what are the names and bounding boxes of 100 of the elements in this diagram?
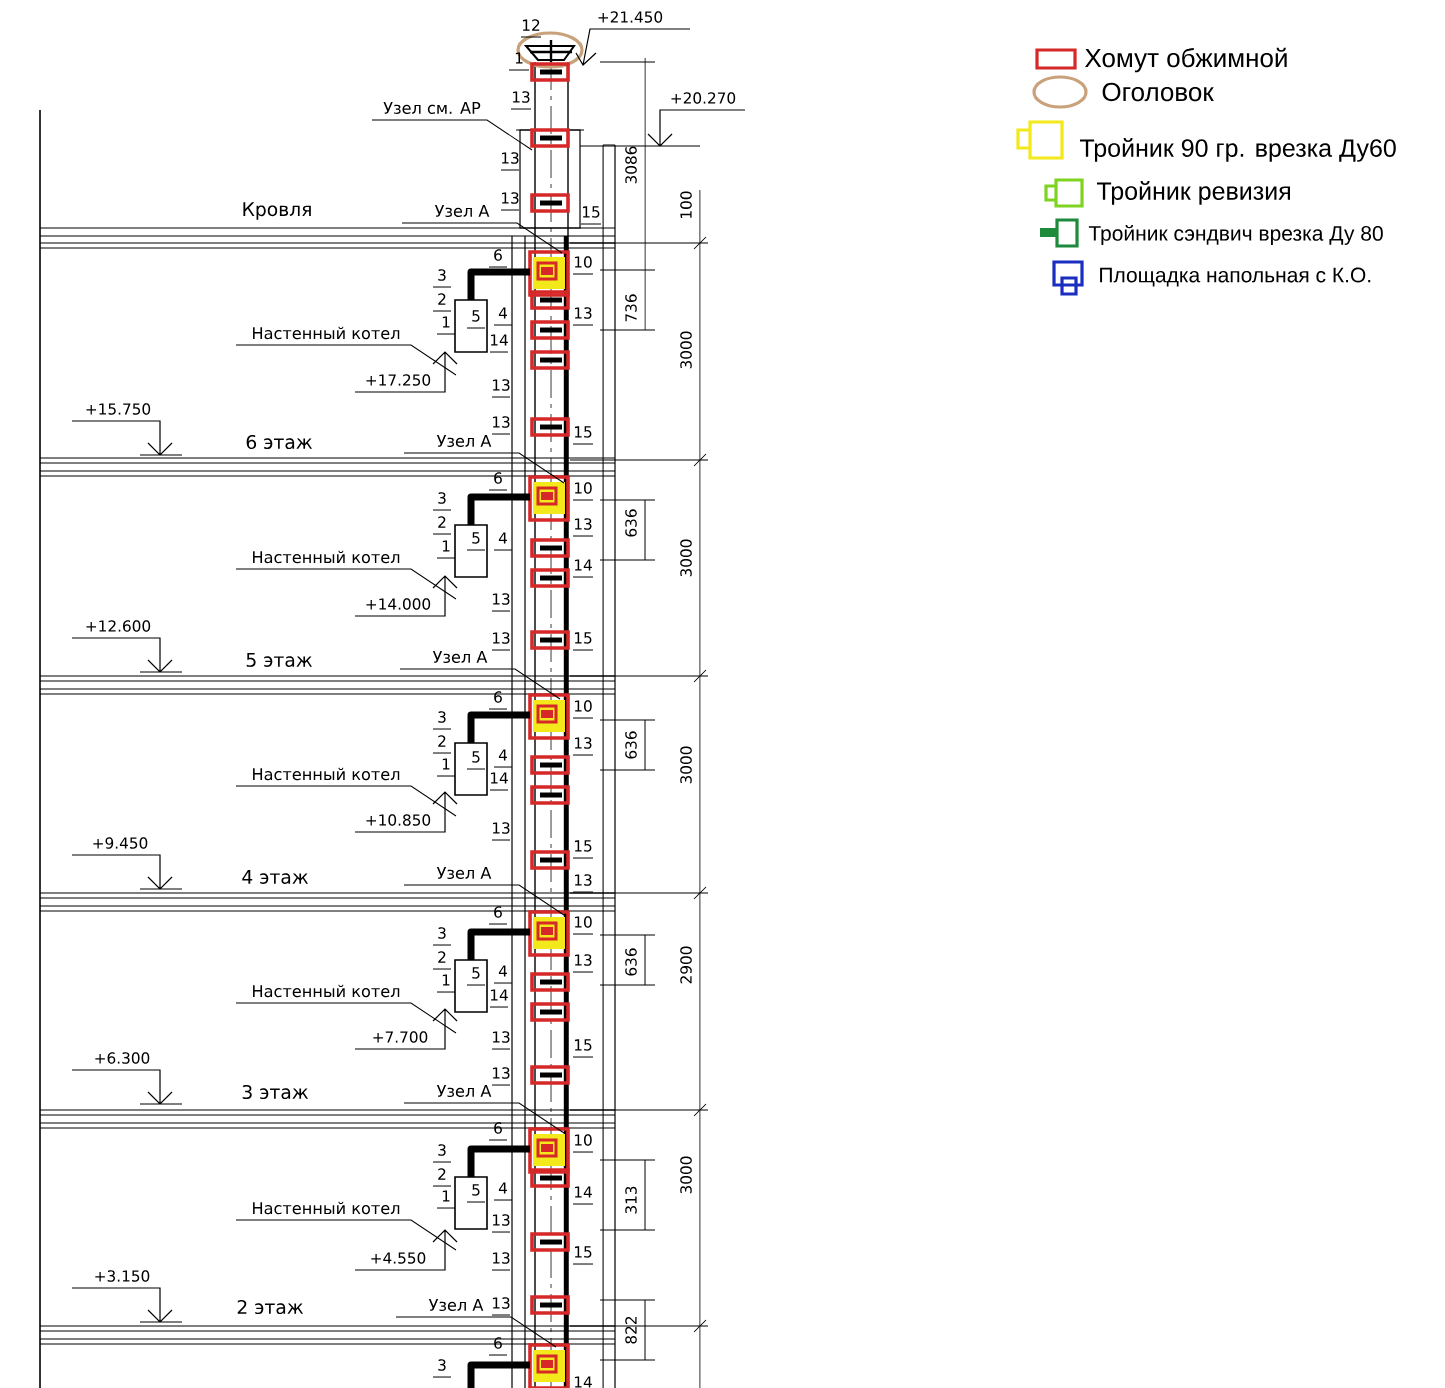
callout-number: 13 xyxy=(574,874,592,886)
note-label: Узел А xyxy=(436,867,492,879)
callout-number: 10 xyxy=(574,700,592,712)
callout-number: 3 xyxy=(438,711,446,723)
callout-number: 4 xyxy=(498,749,507,761)
dimension-label: 100 xyxy=(680,191,692,218)
callout-number: 15 xyxy=(574,426,592,438)
legend-label: Хомут обжимной xyxy=(1085,47,1287,73)
callout-number: 13 xyxy=(492,1297,510,1309)
callout-number: 15 xyxy=(574,1246,592,1258)
elevation-label: +4.550 xyxy=(371,1252,426,1264)
callout-number: 3 xyxy=(438,1359,446,1371)
callout-number: 5 xyxy=(472,751,480,763)
dimension-label: 636 xyxy=(625,948,637,976)
note-label: Узел см. АР xyxy=(383,102,481,114)
callout-number: 15 xyxy=(574,840,592,852)
elevation-label: +15.750 xyxy=(86,403,151,415)
callout-number: 10 xyxy=(574,1134,592,1146)
legend-label: Площадка напольная с К.О. xyxy=(1100,267,1371,287)
note-label: Узел А xyxy=(432,651,488,663)
callout-number: 1 xyxy=(442,316,450,328)
dimension-label: 3086 xyxy=(625,146,637,184)
elevation-label: +17.250 xyxy=(366,374,431,386)
callout-number: 14 xyxy=(490,989,508,1001)
legend-label: Оголовок xyxy=(1102,82,1214,102)
callout-number: 13 xyxy=(501,152,519,164)
floor-label: 6 этаж xyxy=(246,434,312,450)
callout-number: 14 xyxy=(574,559,592,571)
dimension-label: 736 xyxy=(625,294,637,322)
dimension-label: 2900 xyxy=(680,946,692,984)
callout-number: 5 xyxy=(472,532,480,544)
floor-label: 4 этаж xyxy=(242,870,308,884)
elevation-label: +7.700 xyxy=(373,1031,428,1043)
callout-number: 10 xyxy=(574,916,592,928)
dimension-label: 636 xyxy=(625,509,637,537)
callout-number: 4 xyxy=(498,965,507,977)
legend-label: Тройник 90 гр. врезка Ду60 xyxy=(1080,138,1396,162)
callout-number: 13 xyxy=(492,1067,510,1079)
floor-label: 2 этаж xyxy=(237,1299,303,1315)
elevation-label: +20.270 xyxy=(671,92,736,104)
callout-number: 3 xyxy=(438,927,446,939)
callout-number: 15 xyxy=(582,206,600,218)
callout-number: 6 xyxy=(494,1337,502,1349)
floor-label: Кровля xyxy=(243,202,311,220)
callout-number: 1 xyxy=(442,540,450,552)
callout-number: 3 xyxy=(438,1144,446,1156)
callout-number: 4 xyxy=(498,532,507,544)
callout-number: 13 xyxy=(492,1252,510,1264)
dimension-label: 3000 xyxy=(680,539,692,577)
note-label: Узел А xyxy=(428,1299,484,1311)
callout-number: 13 xyxy=(492,1214,510,1226)
callout-number: 13 xyxy=(574,518,592,530)
callout-number: 14 xyxy=(574,1376,592,1388)
callout-number: 13 xyxy=(492,632,510,644)
callout-number: 3 xyxy=(438,269,446,281)
callout-number: 13 xyxy=(492,379,510,391)
callout-number: 1 xyxy=(442,758,450,770)
callout-number: 13 xyxy=(501,192,519,204)
callout-number: 12 xyxy=(522,19,540,31)
elevation-label: +21.450 xyxy=(598,11,663,23)
note-label: Настенный котел xyxy=(253,1201,400,1215)
elevation-label: +6.300 xyxy=(95,1052,150,1064)
dimension-label: 313 xyxy=(625,1186,637,1214)
callout-number: 13 xyxy=(574,954,592,966)
callout-number: 4 xyxy=(498,1182,507,1194)
callout-number: 6 xyxy=(494,1122,502,1134)
callout-number: 13 xyxy=(492,1031,510,1043)
elevation-label: +9.450 xyxy=(93,837,148,849)
callout-number: 14 xyxy=(574,1186,592,1198)
dimension-label: 3000 xyxy=(680,746,692,784)
callout-number: 6 xyxy=(494,472,502,484)
callout-number: 13 xyxy=(574,737,592,749)
floor-label: 3 этаж xyxy=(242,1084,308,1100)
callout-number: 13 xyxy=(512,91,530,103)
callout-number: 13 xyxy=(574,307,592,319)
dimension-label: 636 xyxy=(625,731,637,759)
note-label: Узел А xyxy=(436,1085,492,1097)
callout-number: 5 xyxy=(472,310,480,322)
callout-number: 13 xyxy=(492,822,510,834)
callout-number: 15 xyxy=(574,632,592,644)
callout-number: 2 xyxy=(438,516,446,528)
callout-number: 15 xyxy=(574,1039,592,1051)
callout-number: 5 xyxy=(472,1184,480,1196)
callout-number: 2 xyxy=(438,735,446,747)
dimension-label: 3000 xyxy=(680,1156,692,1194)
note-label: Настенный котел xyxy=(253,550,400,564)
callout-number: 13 xyxy=(492,593,510,605)
elevation-label: +10.850 xyxy=(366,814,431,826)
callout-number: 6 xyxy=(494,249,502,261)
callout-number: 2 xyxy=(438,951,446,963)
callout-number: 6 xyxy=(494,906,502,918)
callout-number: 1 xyxy=(442,974,450,986)
callout-number: 2 xyxy=(438,1168,446,1180)
callout-number: 2 xyxy=(438,293,446,305)
note-label: Настенный котел xyxy=(253,767,400,781)
note-label: Настенный котел xyxy=(253,984,400,998)
legend-label: Тройник сэндвич врезка Ду 80 xyxy=(1088,225,1383,245)
callout-number: 10 xyxy=(574,482,592,494)
elevation-label: +12.600 xyxy=(86,620,151,632)
callout-number: 1 xyxy=(442,1190,450,1202)
